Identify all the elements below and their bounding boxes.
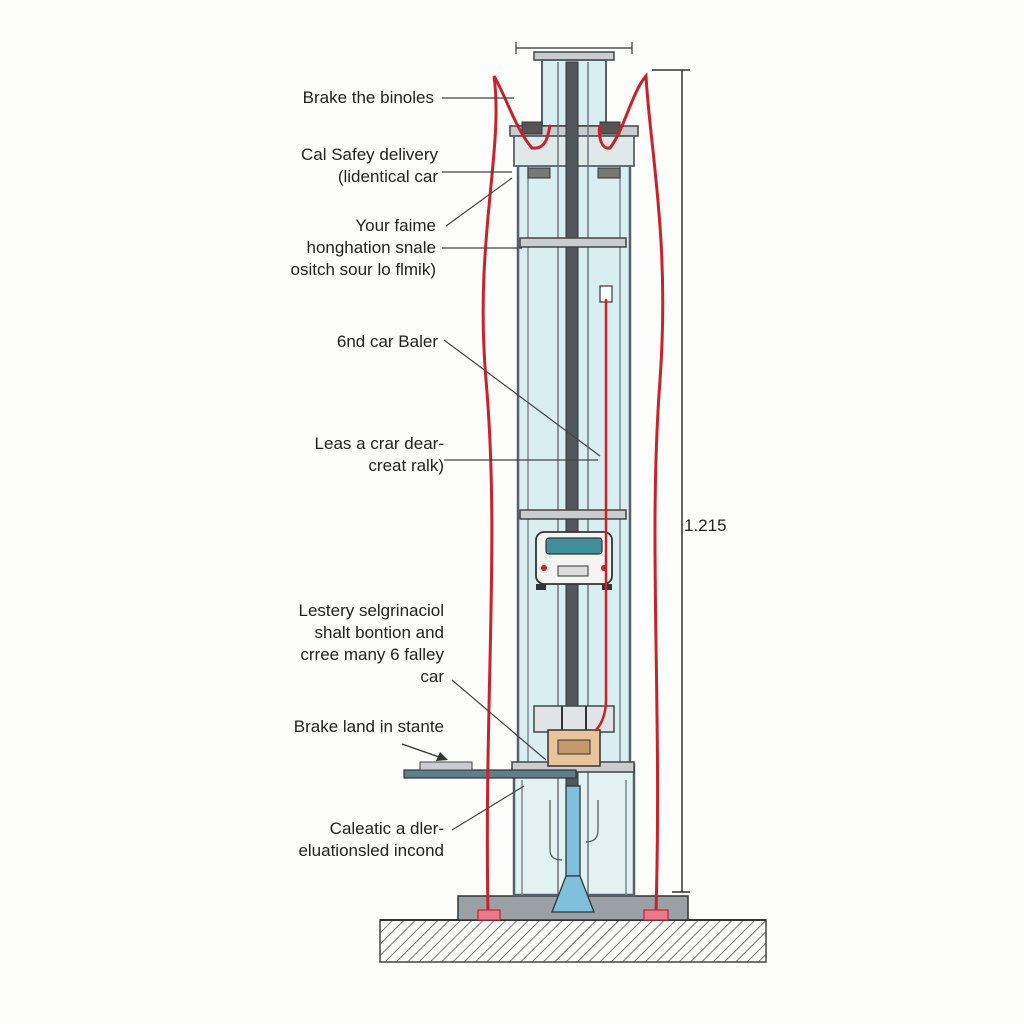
ground-slab: [379, 919, 767, 963]
label-line: Cal Safey delivery: [300, 145, 438, 164]
cross-beam-middle: [519, 509, 627, 520]
label-line: ositch sour lo flmik): [290, 260, 436, 279]
anchor-right: [643, 909, 669, 921]
label-brake-land: Brake land in stante: [294, 716, 444, 738]
leader-lines: [442, 97, 601, 831]
leader-your-fame-a: [445, 177, 513, 227]
label-caleatic: Caleatic a dler- eluationsled incond: [298, 818, 444, 862]
label-line: car: [420, 667, 444, 686]
label-line: creat ralk): [368, 456, 444, 475]
label-second-car-baler: 6nd car Baler: [337, 331, 438, 353]
feed-pipe: [403, 761, 577, 779]
label-brake-the-bindles: Brake the binoles: [303, 87, 434, 109]
height-dimension-label: 1.215: [684, 516, 727, 535]
leader-arrow-brake-land: [401, 743, 448, 761]
label-lestery: Lestery selgrinaciol shalt bontion and c…: [298, 600, 444, 688]
label-leas-a-crar: Leas a crar dear- creat ralk): [315, 433, 444, 477]
label-safety-delivery: Cal Safey delivery (lidentical car: [301, 144, 438, 188]
pit-structure: [549, 785, 599, 913]
cross-beam-upper: [519, 237, 627, 248]
car-on-lift: [535, 531, 613, 590]
leader-second-car: [443, 339, 601, 457]
label-line: Brake the binoles: [302, 88, 434, 107]
height-dimension-line: [652, 69, 690, 893]
label-line: Caleatic a dler-: [329, 819, 444, 838]
label-line: Lestery selgrinaciol: [298, 601, 444, 620]
leader-caleatic: [451, 785, 525, 831]
label-line: (lidentical car: [337, 167, 438, 186]
label-line: Your faime: [355, 216, 436, 235]
label-line: crree many 6 falley: [300, 645, 444, 664]
anchor-left: [477, 909, 501, 921]
base-machine: [533, 705, 615, 767]
leader-lestery: [451, 679, 547, 761]
label-line: Brake land in stante: [293, 717, 444, 736]
label-line: 6nd car Baler: [336, 332, 438, 351]
label-line: shalt bontion and: [314, 623, 445, 642]
label-your-fame: Your faime honghation snale ositch sour …: [291, 215, 436, 281]
red-cables: [481, 72, 665, 914]
label-line: honghation snale: [306, 238, 436, 257]
label-line: Leas a crar dear-: [314, 434, 444, 453]
label-line: eluationsled incond: [298, 841, 444, 860]
